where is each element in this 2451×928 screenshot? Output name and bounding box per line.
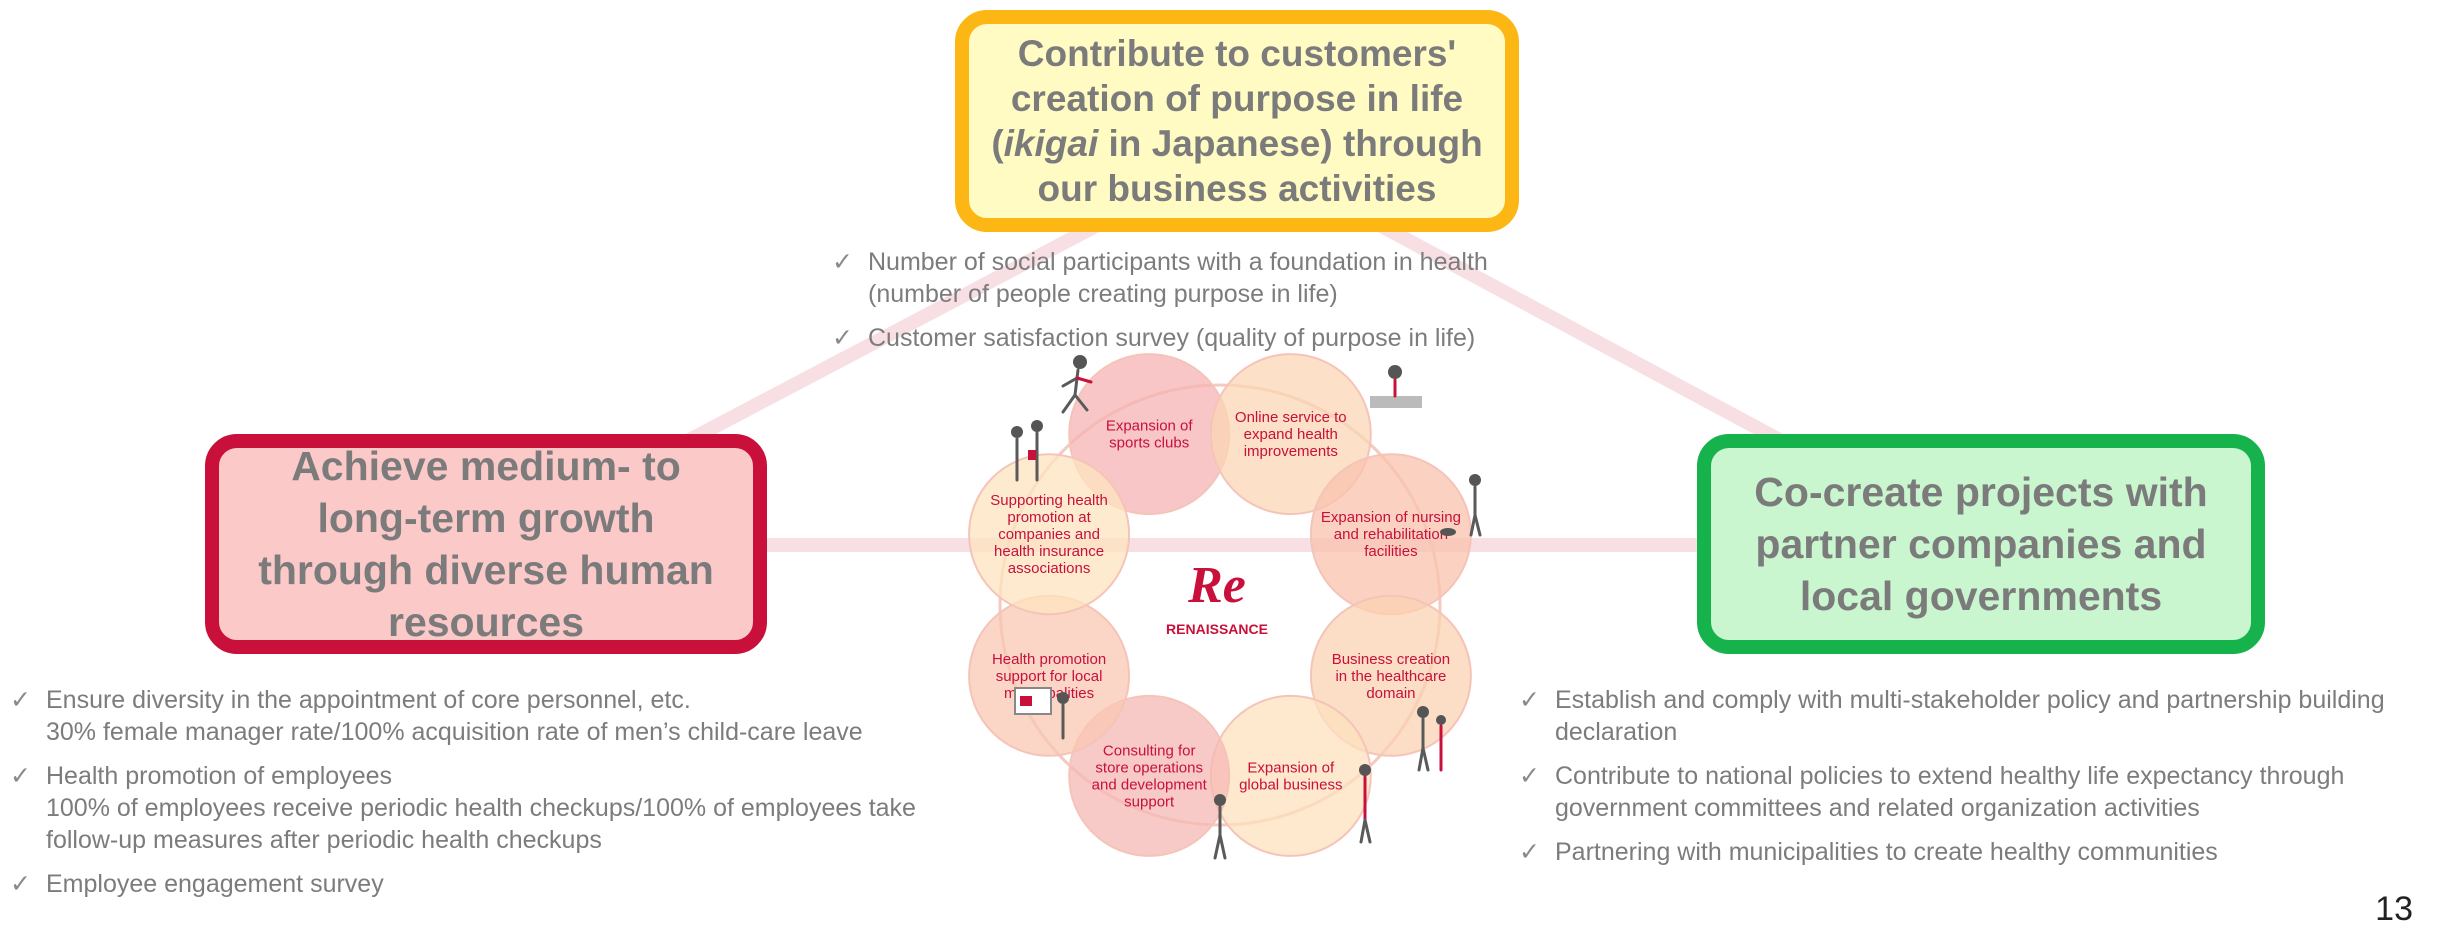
check-icon: ✓ <box>10 870 31 898</box>
logo-word: RENAISSANCE <box>1166 621 1268 637</box>
check-icon: ✓ <box>1519 838 1540 866</box>
business-circle-label: Supporting health <box>990 492 1108 509</box>
business-circle-label: companies and <box>998 526 1100 543</box>
business-circle-shape <box>1209 353 1372 516</box>
check-icon: ✓ <box>832 324 853 352</box>
check-icon: ✓ <box>832 248 853 276</box>
business-circle-label: facilities <box>1364 543 1417 560</box>
woman-with-bag-icon <box>1359 764 1372 844</box>
business-circle-label: Health promotion <box>992 651 1106 668</box>
business-circle-label: Expansion of <box>1247 759 1335 776</box>
business-circle-label: store operations <box>1095 759 1203 776</box>
indicator-sub: 30% female manager rate/100% acquisition… <box>46 718 863 746</box>
goal-top-line-4: our business activities <box>1037 168 1437 209</box>
business-circle-label: Expansion of nursing <box>1321 509 1461 526</box>
business-circle-label: associations <box>1008 560 1091 577</box>
indicators-left: ✓ Ensure diversity in the appointment of… <box>10 684 990 912</box>
renaissance-logo: Re RENAISSANCE <box>1166 557 1268 637</box>
business-circle-label: global business <box>1239 776 1342 793</box>
indicator-text: Ensure diversity in the appointment of c… <box>46 686 691 714</box>
business-circle-label: support for local <box>996 668 1103 685</box>
indicator-text: Establish and comply with multi-stakehol… <box>1555 686 2385 746</box>
worker-icon <box>1213 794 1227 860</box>
indicator-sub: 100% of employees receive periodic healt… <box>46 794 916 854</box>
business-circle-label: and development <box>1092 776 1208 793</box>
check-icon: ✓ <box>10 686 31 714</box>
business-circle-label: Consulting for <box>1103 742 1196 759</box>
presentation-board-icon <box>1014 687 1069 740</box>
indicator-text: Health promotion of employees <box>46 762 393 790</box>
indicator-item: ✓ Contribute to national policies to ext… <box>1519 760 2449 824</box>
goal-right-line-3: local governments <box>1799 573 2163 619</box>
goal-left-line-1: Achieve medium- to <box>291 443 681 489</box>
business-circle-label: domain <box>1366 685 1415 702</box>
business-circle-label: Business creation <box>1332 651 1450 668</box>
goal-left-line-3: through diverse human <box>258 547 714 593</box>
indicator-text: Contribute to national policies to exten… <box>1555 762 2345 822</box>
indicator-text: Employee engagement survey <box>46 870 384 898</box>
goal-top-paren: ( <box>991 123 1004 164</box>
goal-customers-purpose: Contribute to customers' creation of pur… <box>955 10 1519 232</box>
yoga-person-icon <box>1370 365 1422 408</box>
business-circle-label: and rehabilitation <box>1334 526 1448 543</box>
goal-right-line-1: Co-create projects with <box>1754 469 2208 515</box>
goal-top-ikigai: ikigai <box>1003 123 1099 164</box>
goal-right-line-2: partner companies and <box>1755 521 2207 567</box>
business-circle-label: in the healthcare <box>1335 668 1446 685</box>
indicator-item: ✓ Ensure diversity in the appointment of… <box>10 684 990 748</box>
page-number: 13 <box>2375 890 2413 928</box>
business-circle-label: sports clubs <box>1109 435 1189 452</box>
indicator-sub: (number of people creating purpose in li… <box>868 280 1338 308</box>
indicator-item: ✓ Partnering with municipalities to crea… <box>1519 836 2449 868</box>
indicator-text: Number of social participants with a fou… <box>868 248 1488 276</box>
goal-top-line-1: Contribute to customers' <box>1017 33 1457 74</box>
family-icon <box>1417 706 1446 772</box>
indicator-item: ✓ Number of social participants with a f… <box>832 246 1592 310</box>
business-circle-label: Online service to <box>1235 409 1347 426</box>
business-people-icon <box>1011 420 1043 482</box>
indicators-top: ✓ Number of social participants with a f… <box>832 246 1592 366</box>
indicator-text: Customer satisfaction survey (quality of… <box>868 324 1476 352</box>
business-circle-label: improvements <box>1244 443 1338 460</box>
indicator-item: ✓ Employee engagement survey <box>10 868 990 900</box>
goal-co-create-projects: Co-create projects with partner companie… <box>1697 434 2265 654</box>
business-circle-label: Expansion of <box>1106 418 1194 435</box>
business-circle-label: health insurance <box>994 543 1104 560</box>
goal-left-line-2: long-term growth <box>317 495 655 541</box>
check-icon: ✓ <box>1519 686 1540 714</box>
runner-icon <box>1061 355 1093 414</box>
business-circle-label: expand health <box>1244 426 1338 443</box>
goal-left-line-4: resources <box>387 599 584 645</box>
goal-top-line-3: in Japanese) through <box>1098 123 1483 164</box>
business-circle-shape <box>968 453 1131 616</box>
logo-mark: Re <box>1187 557 1246 614</box>
business-circle-shape <box>1309 594 1472 757</box>
indicator-text: Partnering with municipalities to create… <box>1555 838 2218 866</box>
indicator-item: ✓ Customer satisfaction survey (quality … <box>832 322 1592 354</box>
business-circle-label: support <box>1124 793 1175 810</box>
indicator-item: ✓ Health promotion of employees 100% of … <box>10 760 990 856</box>
check-icon: ✓ <box>1519 762 1540 790</box>
indicator-item: ✓ Establish and comply with multi-stakeh… <box>1519 684 2449 748</box>
indicators-right: ✓ Establish and comply with multi-stakeh… <box>1519 684 2449 880</box>
people-with-dog-icon <box>1440 474 1482 537</box>
check-icon: ✓ <box>10 762 31 790</box>
business-circle-shape <box>1068 694 1231 857</box>
business-circle-label: promotion at <box>1007 509 1091 526</box>
goal-human-resources: Achieve medium- to long-term growth thro… <box>205 434 767 654</box>
goal-top-line-2: creation of purpose in life <box>1010 78 1464 119</box>
